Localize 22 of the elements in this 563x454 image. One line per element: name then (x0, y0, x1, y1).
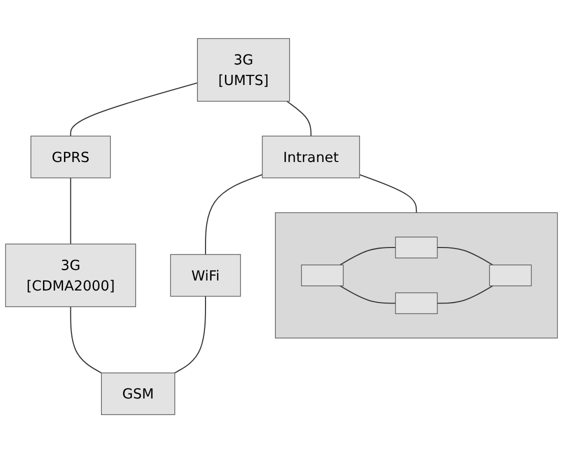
connector (437, 286, 494, 304)
node-box: GPRS (30, 136, 111, 179)
connector (70, 178, 72, 244)
node-box: 3G [CDMA2000] (5, 244, 136, 308)
connector (205, 174, 262, 255)
node-box: GSM (101, 372, 176, 416)
node-box (395, 292, 438, 314)
node-box (395, 237, 438, 259)
node-box (489, 264, 532, 287)
node-box: WiFi (170, 254, 241, 297)
node-box (301, 264, 344, 287)
connector (340, 286, 396, 304)
connector (70, 307, 102, 374)
connector (340, 247, 396, 266)
cluster (275, 212, 558, 339)
connector (70, 82, 198, 136)
node-box: 3G [UMTS] (197, 38, 290, 102)
node-box: Intranet (262, 136, 360, 179)
connector (174, 296, 206, 374)
connector (286, 101, 312, 136)
connector (359, 174, 417, 214)
connector (437, 247, 494, 266)
